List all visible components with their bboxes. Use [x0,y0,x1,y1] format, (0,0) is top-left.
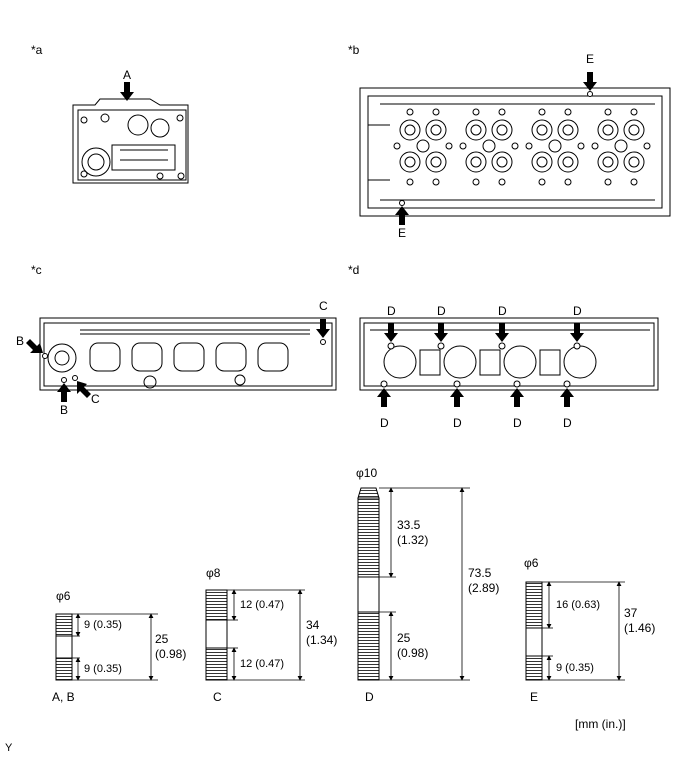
stud-bolt-e [525,581,543,681]
stud-d-upper-mm: 33.5 [397,518,421,532]
marker-d-6: D [453,416,462,430]
stud-e-name: E [530,690,539,704]
marker-d-7: D [513,416,522,430]
dim-lines-ab [72,613,158,681]
marker-d-1: D [387,304,396,318]
arrow-b-up [57,383,71,402]
marker-b-bottom: B [60,403,69,417]
arrow-c-top [316,319,330,338]
stud-ab-lower-dim: 9 (0.35) [84,663,122,675]
panel-a-tag: *a [31,43,43,57]
stud-bolt-c [205,589,228,681]
stud-d-upper-in: (1.32) [397,533,429,547]
stud-c-total-in: (1.34) [306,633,338,647]
stud-c-diameter: φ8 [206,566,221,580]
stud-c-upper-dim: 12 (0.47) [240,599,285,611]
arrow-b-diag [26,339,43,353]
marker-c-bottom: C [91,392,100,406]
stud-bolt-ab [55,613,73,681]
arrow-d-1 [384,323,398,342]
arrow-d-7 [510,388,524,407]
unit-note: [mm (in.)] [575,717,626,731]
stud-e-lower-dim: 9 (0.35) [556,662,594,674]
corner-mark: Y [5,742,13,754]
stud-d-total-in: (2.89) [468,581,500,595]
dim-lines-d [379,487,470,681]
stud-c-total-mm: 34 [306,618,320,632]
arrow-c-diag [77,381,91,398]
panel-b-tag: *b [348,43,360,57]
arrow-e-top [583,72,597,91]
marker-a: A [123,68,132,82]
cylinder-head-side-view-d [359,317,659,391]
stud-bolt-d [357,487,380,681]
stud-e-upper-dim: 16 (0.63) [556,599,601,611]
arrow-d-4 [570,323,584,342]
arrow-d-2 [434,323,448,342]
panel-c-tag: *c [31,263,42,277]
marker-d-5: D [380,416,389,430]
marker-e-bottom: E [398,226,407,240]
arrow-d-8 [560,388,574,407]
stud-e-total-in: (1.46) [624,621,656,635]
marker-d-8: D [563,416,572,430]
arrow-e-bottom [395,206,409,225]
marker-d-2: D [437,304,446,318]
stud-ab-name: A, B [52,690,75,704]
stud-ab-total-in: (0.98) [155,647,187,661]
arrow-a [120,82,134,101]
stud-d-total-mm: 73.5 [468,566,492,580]
indicator-arrows [26,72,597,407]
marker-d-4: D [573,304,582,318]
dim-lines-c [227,589,305,681]
stud-ab-diameter: φ6 [56,589,71,603]
arrow-d-5 [377,388,391,407]
stud-c-name: C [213,690,222,704]
panel-d-tag: *d [348,263,360,277]
stud-ab-upper-dim: 9 (0.35) [84,619,122,631]
stud-c-lower-dim: 12 (0.47) [240,658,285,670]
stud-d-lower-in: (0.98) [397,646,429,660]
arrow-d-6 [450,388,464,407]
arrow-d-3 [495,323,509,342]
marker-c-top: C [319,299,328,313]
stud-d-diameter: φ10 [356,466,378,480]
stud-e-diameter: φ6 [524,556,539,570]
marker-b-left: B [16,334,25,348]
stud-e-total-mm: 37 [624,606,638,620]
cylinder-head-top-view [359,87,671,217]
marker-e-top: E [586,52,595,66]
stud-d-name: D [365,690,374,704]
dim-lines-e [542,581,625,681]
stud-d-lower-mm: 25 [397,631,411,645]
cylinder-head-end-view [72,98,189,184]
marker-d-3: D [498,304,507,318]
stud-ab-total-mm: 25 [155,632,169,646]
cylinder-head-side-view-c [39,317,337,391]
